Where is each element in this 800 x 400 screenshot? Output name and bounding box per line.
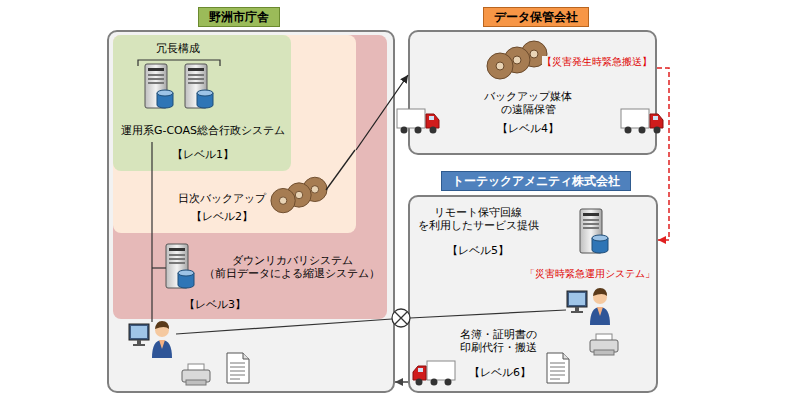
truck-icon	[413, 361, 455, 386]
building-heading: 野洲市庁舎	[198, 7, 280, 27]
printer-icon	[590, 334, 618, 355]
truck-icon	[397, 109, 439, 134]
backup-tape-icon	[487, 41, 547, 79]
company-heading: トーテックアメニティ株式会社	[441, 171, 631, 191]
level-label: 【レベル2】	[191, 210, 253, 223]
system-label: ダウンリカバリシステム （前日データによる縮退システム）	[204, 254, 380, 280]
level-label: 【レベル5】	[447, 244, 509, 257]
redundancy-label: 冗長構成	[156, 42, 200, 55]
level-label: 【レベル1】	[172, 148, 234, 161]
connector	[657, 68, 669, 240]
document-icon	[227, 353, 249, 383]
service-label: バックアップ媒体 の遠隔保管	[484, 90, 572, 116]
server-icon	[580, 209, 608, 253]
operator-icon	[567, 288, 610, 325]
edge-label: 【災害発生時緊急搬送】	[542, 56, 652, 68]
system-label: 日次バックアップ	[178, 192, 266, 205]
system-label: 「災害時緊急運用システム」	[525, 268, 655, 280]
truck-icon	[621, 109, 663, 134]
remote-line	[410, 310, 566, 318]
connector	[395, 381, 408, 382]
level-label: 【レベル4】	[497, 122, 559, 135]
network-wire	[152, 267, 166, 268]
backup-tape-icon	[271, 177, 327, 213]
operator-icon	[129, 321, 172, 358]
server-icon	[145, 64, 173, 108]
system-label: 運用系G-COAS総合行政システム	[121, 124, 285, 137]
disconnect-mark	[392, 309, 410, 327]
document-icon	[547, 353, 569, 383]
server-icon	[185, 64, 213, 108]
company-heading: データ保管会社	[483, 7, 589, 27]
level-label: 【レベル3】	[184, 298, 246, 311]
level-label: 【レベル6】	[469, 366, 531, 379]
service-label: リモート保守回線 を利用したサービス提供	[418, 206, 539, 232]
network-wire	[151, 142, 152, 322]
printer-icon	[182, 364, 210, 385]
backup-transfer-line	[326, 150, 355, 190]
remote-line	[176, 319, 392, 334]
server-icon	[166, 244, 194, 288]
service-label: 名簿・証明書の 印刷代行・搬送	[460, 328, 537, 354]
